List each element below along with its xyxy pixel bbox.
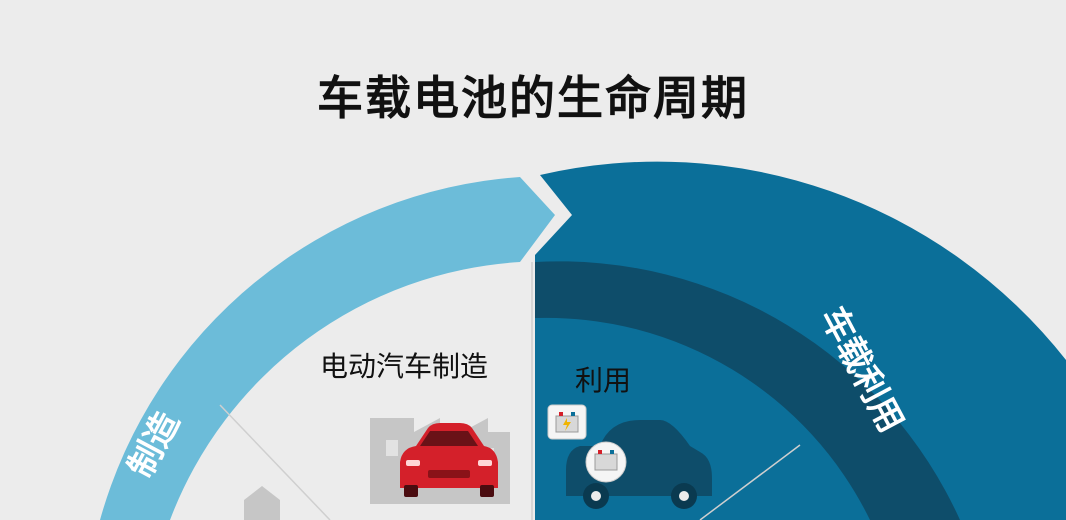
page-title: 车载电池的生命周期: [317, 71, 749, 125]
ev-manufacture-label: 电动汽车制造: [320, 350, 488, 383]
divider-line: [699, 444, 801, 520]
vehicle-use-inner-band: [535, 261, 960, 520]
battery-icon: [547, 404, 587, 440]
divider-line: [219, 404, 331, 520]
use-label: 利用: [575, 364, 631, 397]
manufacture-segment: [100, 177, 555, 520]
house-icon: [244, 486, 280, 520]
red-car-icon: [400, 423, 498, 497]
ev-car-icon: [566, 420, 712, 509]
